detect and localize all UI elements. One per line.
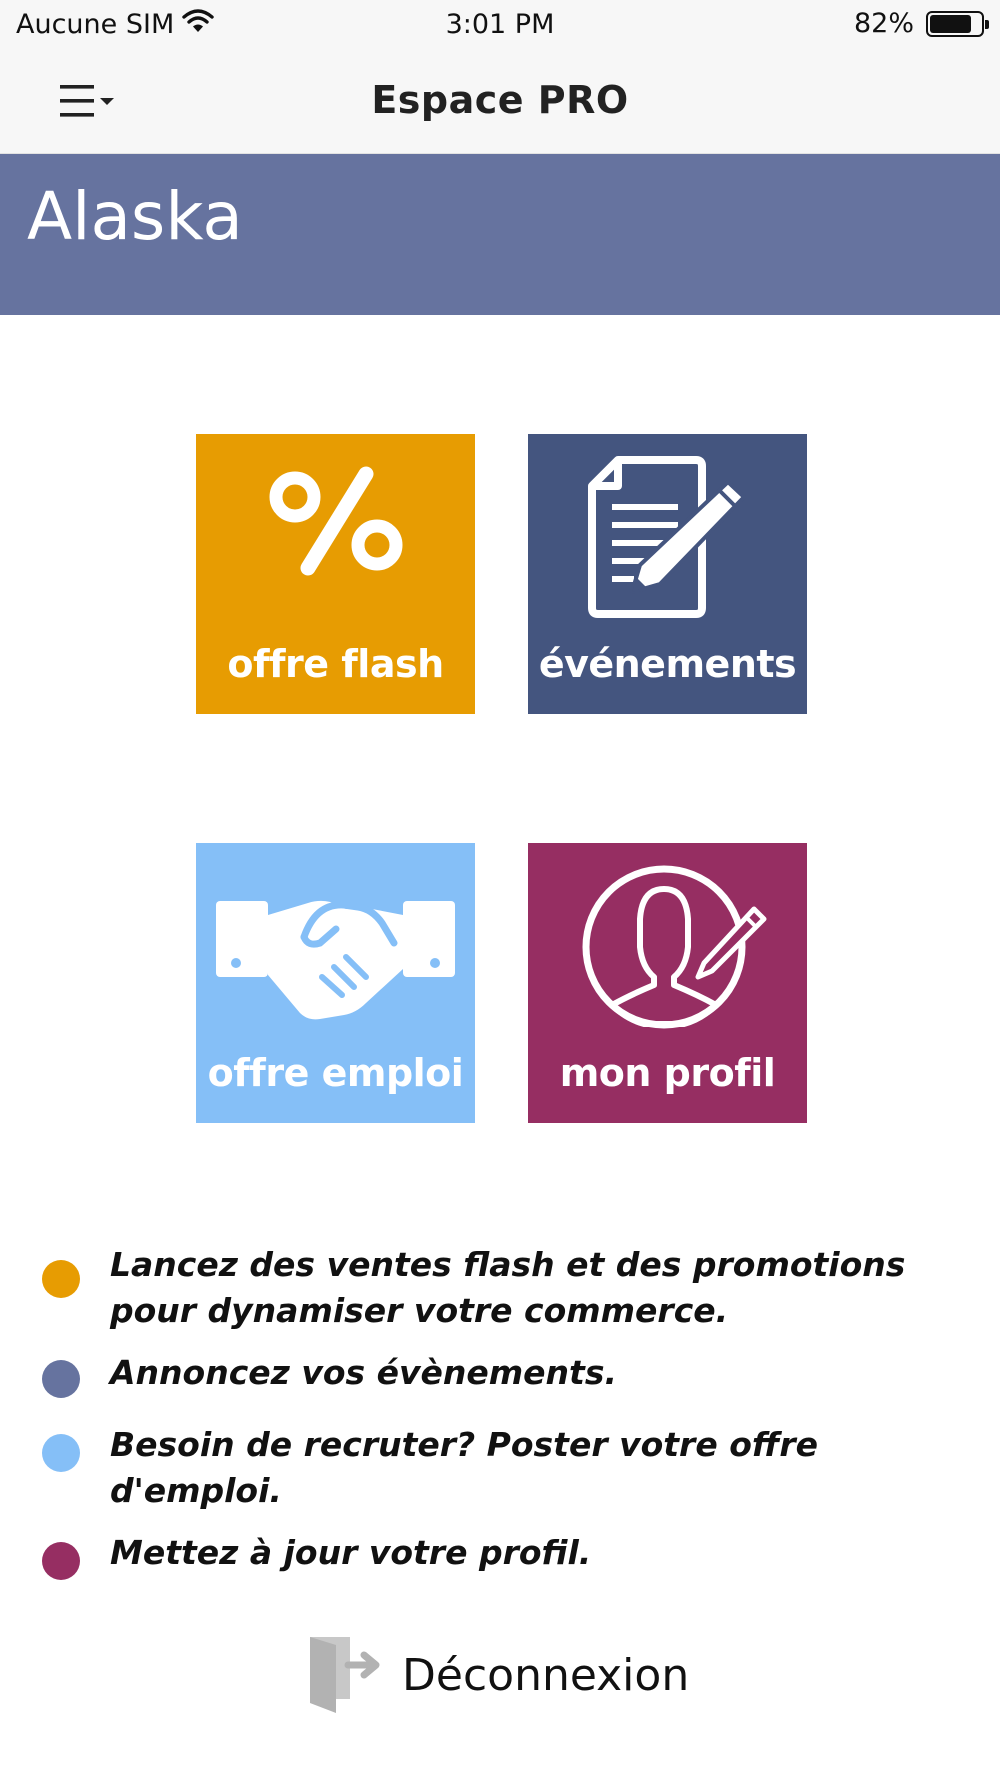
status-bar: Aucune SIM 3:01 PM 82% (0, 0, 1000, 52)
battery-icon (926, 10, 989, 37)
legend-dot (42, 1542, 80, 1580)
battery-tip (985, 19, 989, 29)
page-title: Espace PRO (371, 78, 629, 122)
legend-text: Lancez des ventes flash et des promotion… (110, 1245, 906, 1330)
legend-dot (42, 1360, 80, 1398)
status-right: 82% (853, 8, 989, 39)
document-pen-icon (588, 456, 746, 618)
tile-offre-emploi[interactable]: offre emploi (196, 843, 475, 1123)
tile-label: événements (538, 642, 797, 686)
wifi-icon (182, 8, 214, 41)
legend-text: Mettez à jour votre profil. (110, 1533, 592, 1572)
tile-label: offre emploi (207, 1051, 464, 1095)
tile-mon-profil[interactable]: mon profil (528, 843, 807, 1123)
handshake-icon (216, 900, 455, 1020)
legend-dot (42, 1260, 80, 1298)
nav-bar: Espace PRO (0, 52, 1000, 154)
logout-button[interactable]: Déconnexion (302, 1630, 689, 1720)
percent-icon (269, 466, 403, 576)
legend-text: Besoin de recruter? Poster votre offre d… (110, 1425, 819, 1510)
legend-dot (42, 1434, 80, 1472)
menu-dropdown-button[interactable] (58, 78, 130, 130)
header-band: Alaska (0, 154, 1000, 315)
tile-evenements[interactable]: événements (528, 434, 807, 714)
status-left: Aucune SIM (16, 8, 214, 41)
carrier-label: Aucune SIM (16, 9, 175, 40)
business-name: Alaska (27, 178, 243, 255)
tile-label: offre flash (227, 642, 444, 686)
battery-percentage: 82% (853, 8, 914, 39)
menu-dropdown-icon (58, 80, 118, 129)
legend-text: Annoncez vos évènements. (110, 1353, 618, 1392)
tile-label: mon profil (559, 1051, 776, 1095)
profile-edit-icon (582, 865, 767, 1029)
logout-label: Déconnexion (402, 1649, 690, 1701)
logout-door-icon (302, 1631, 388, 1720)
tile-offre-flash[interactable]: offre flash (196, 434, 475, 714)
battery-fill (930, 14, 971, 33)
status-time: 3:01 PM (445, 9, 555, 40)
